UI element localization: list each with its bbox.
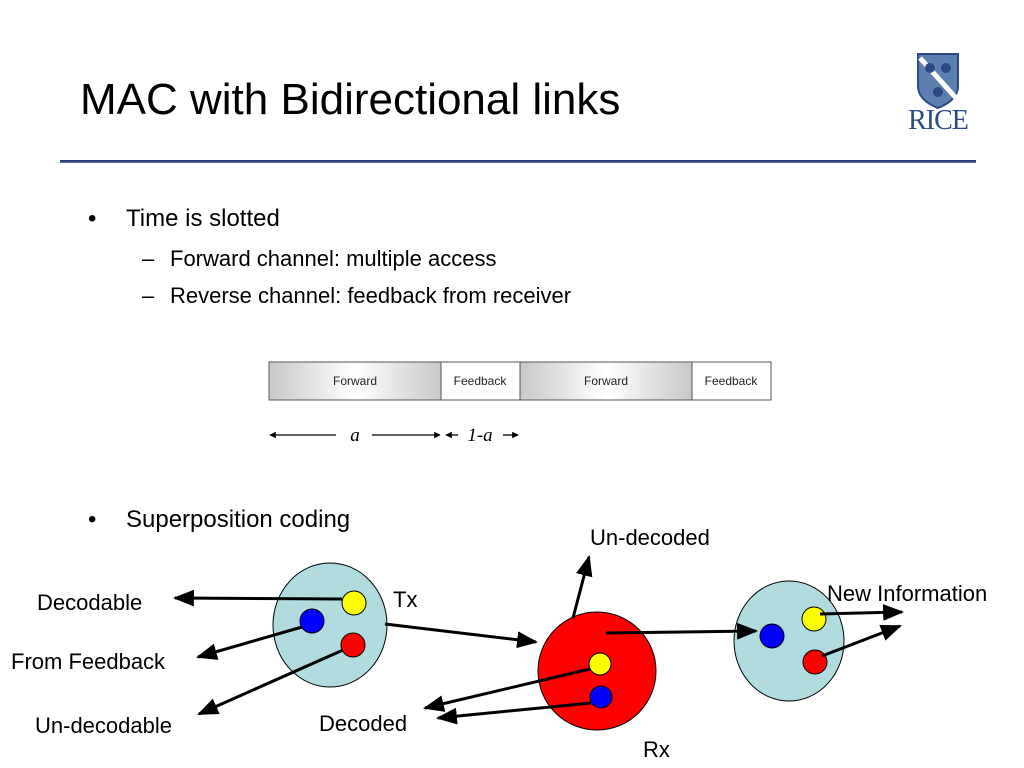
blue-dot [589, 685, 613, 709]
slot-label: Feedback [705, 374, 759, 388]
tx-node [272, 562, 388, 688]
arrow-tx-to-rx [384, 622, 539, 649]
red-dot [802, 649, 828, 675]
label-1-a: 1-a [467, 425, 492, 446]
label-un-decoded: Un-decoded [590, 525, 710, 550]
arrow-decodable [172, 589, 343, 607]
feedback-slot [440, 361, 521, 401]
shield-icon [917, 53, 959, 110]
title-divider [60, 160, 976, 163]
rx-node [537, 611, 657, 731]
diagram-arrows [172, 554, 905, 725]
tx-circle [272, 562, 388, 688]
arrow-new-info-yellow [819, 604, 905, 621]
label-rx: Rx [643, 737, 670, 762]
frame-bar: Forward Feedback Forward Feedback [268, 361, 772, 401]
bullet-superposition: • Superposition coding [88, 506, 351, 534]
slot-label: Forward [584, 374, 628, 388]
dimension-arrows: a 1-a [269, 425, 519, 446]
arrow-un-decoded [571, 554, 593, 619]
label-new-information: New Information [827, 581, 988, 606]
arrow-un-decodable [197, 648, 344, 716]
logo-text: RICE [908, 105, 969, 136]
arrow-new-info-red [821, 624, 902, 658]
label-tx: Tx [393, 587, 418, 612]
forward-slot [519, 361, 693, 401]
next-node [733, 580, 845, 702]
dash-marker: – [142, 283, 155, 308]
label-from-feedback: From Feedback [11, 649, 166, 674]
bullet-marker: • [88, 506, 97, 533]
bullet-text: Time is slotted [126, 205, 280, 232]
label-decodable: Decodable [37, 590, 143, 615]
bullet-time-slotted: • Time is slotted [88, 205, 280, 233]
label-a: a [350, 425, 360, 446]
forward-slot [268, 361, 442, 401]
label-decoded: Decoded [319, 711, 408, 736]
arrow-rx-to-next [605, 622, 759, 640]
arrow-from-feedback [195, 625, 303, 660]
label-un-decodable: Un-decodable [35, 713, 172, 738]
yellow-dot [801, 606, 827, 632]
feedback-slot [691, 361, 772, 401]
sub-bullet-forward: – Forward channel: multiple access [142, 246, 497, 272]
yellow-dot [341, 590, 367, 616]
arrow-decoded-blue [435, 701, 592, 725]
arrow-decoded-yellow [422, 667, 591, 712]
slot-label: Forward [333, 374, 377, 388]
sub-bullet-text: Reverse channel: feedback from receiver [170, 283, 572, 308]
rice-logo: RICE [898, 50, 978, 140]
sub-bullet-text: Forward channel: multiple access [170, 246, 497, 271]
sub-bullet-reverse: – Reverse channel: feedback from receive… [142, 283, 572, 309]
dash-marker: – [142, 246, 155, 271]
blue-dot [759, 623, 785, 649]
bullet-text: Superposition coding [126, 506, 351, 533]
red-dot [340, 632, 366, 658]
slide-title: MAC with Bidirectional links [80, 75, 621, 124]
blue-dot [299, 608, 325, 634]
yellow-dot [588, 652, 612, 676]
slot-label: Feedback [454, 374, 508, 388]
bullet-marker: • [88, 205, 97, 232]
